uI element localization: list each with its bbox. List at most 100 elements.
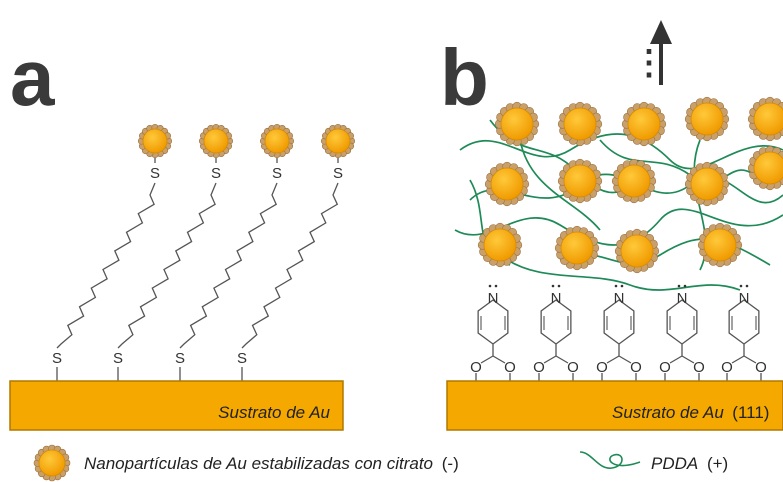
co-bond: [731, 355, 745, 364]
sulfur-label-bottom: S: [113, 350, 123, 367]
nanoparticle-b: [477, 222, 523, 268]
nitrogen-label: N: [551, 290, 562, 307]
sulfur-label-bottom: S: [175, 350, 185, 367]
growth-arrow-icon: [650, 20, 672, 85]
nanoparticle-b: [684, 96, 730, 142]
oxygen-label: O: [630, 359, 642, 376]
sulfur-label-bottom: S: [237, 350, 247, 367]
sulfur-label-top: S: [333, 165, 343, 182]
lone-pair-dot: [739, 284, 743, 288]
gold-core: [690, 102, 724, 136]
substrate-a-label: Sustrato de Au: [218, 403, 330, 422]
nanoparticle-a: [259, 123, 295, 159]
nanoparticle-b: [621, 101, 667, 147]
nanoparticle-a: [137, 123, 173, 159]
lone-pair-dot: [614, 284, 618, 288]
nanoparticle-b: [484, 161, 530, 207]
nanoparticle-b: [747, 145, 783, 191]
substrate-b-facet: (111): [732, 403, 769, 422]
legend-nanoparticle-icon: [33, 444, 71, 482]
alkyl-chain: [241, 182, 339, 349]
alkyl-chain: [117, 182, 217, 349]
nanoparticle-b: [557, 101, 603, 147]
gold-core: [560, 231, 594, 265]
substrate-b-label: Sustrato de Au (111): [612, 403, 769, 422]
lone-pair-dot: [557, 284, 561, 288]
gold-core: [690, 167, 724, 201]
pyridine-linker: N O O: [470, 284, 516, 381]
oxygen-label: O: [596, 359, 608, 376]
panel-a-scheme: S S S S S S S S: [52, 123, 356, 381]
gold-substrate-b: [446, 380, 783, 431]
lone-pair-dot: [551, 284, 555, 288]
alkyl-chain: [179, 182, 278, 349]
nanoparticle-b: [611, 158, 657, 204]
gold-core: [203, 128, 229, 154]
co-bond: [492, 355, 506, 364]
co-bond: [606, 355, 620, 364]
nanoparticle-b: [614, 228, 660, 274]
pdda-strand: [459, 133, 783, 170]
gold-core: [563, 164, 597, 198]
sulfur-label-top: S: [272, 165, 282, 182]
panel-a-letter: a: [10, 33, 55, 122]
lone-pair-dot: [494, 284, 498, 288]
gold-core: [753, 102, 783, 136]
gold-core: [753, 151, 783, 185]
panel-b-letter: b: [440, 33, 489, 122]
nanoparticle-b: [554, 225, 600, 271]
lone-pair-dot: [488, 284, 492, 288]
gold-core: [325, 128, 351, 154]
continuation-dots: ⋮: [632, 44, 666, 82]
nanoparticle-b: [697, 222, 743, 268]
nanoparticle-b: [684, 161, 730, 207]
nanoparticle-b: [494, 101, 540, 147]
oxygen-label: O: [504, 359, 516, 376]
gold-core: [620, 234, 654, 268]
nanoparticle-b: [747, 96, 783, 142]
oxygen-label: O: [721, 359, 733, 376]
gold-core: [38, 449, 66, 477]
nanoparticle-a: [198, 123, 234, 159]
sulfur-label-bottom: S: [52, 350, 62, 367]
sulfur-label-top: S: [211, 165, 221, 182]
oxygen-label: O: [659, 359, 671, 376]
lone-pair-dot: [683, 284, 687, 288]
gold-core: [627, 107, 661, 141]
co-bond: [669, 355, 683, 364]
sulfur-label-top: S: [150, 165, 160, 182]
co-bond: [743, 355, 757, 364]
nitrogen-label: N: [488, 290, 499, 307]
co-bond: [555, 355, 569, 364]
lone-pair-dot: [677, 284, 681, 288]
pyridine-linker: N O O: [596, 284, 642, 381]
alkyl-chain: [56, 182, 156, 349]
oxygen-label: O: [470, 359, 482, 376]
gold-core: [563, 107, 597, 141]
oxygen-label: O: [755, 359, 767, 376]
oxygen-label: O: [693, 359, 705, 376]
co-bond: [681, 355, 695, 364]
legend-nanoparticle-charge: (-): [442, 454, 459, 473]
gold-core: [142, 128, 168, 154]
legend-pdda-icon: [579, 451, 641, 469]
nitrogen-label: N: [677, 290, 688, 307]
gold-core: [703, 228, 737, 262]
oxygen-label: O: [567, 359, 579, 376]
legend-pdda-label: PDDA (+): [651, 454, 728, 473]
gold-core: [490, 167, 524, 201]
oxygen-label: O: [533, 359, 545, 376]
co-bond: [618, 355, 632, 364]
lone-pair-dot: [745, 284, 749, 288]
gold-core: [264, 128, 290, 154]
co-bond: [543, 355, 557, 364]
legend-nanoparticle-text: Nanopartículas de Au estabilizadas con c…: [84, 454, 433, 473]
pdda-strand: [499, 254, 741, 291]
legend-nanoparticle-label: Nanopartículas de Au estabilizadas con c…: [84, 454, 459, 473]
legend-pdda-charge: (+): [707, 454, 728, 473]
gold-core: [617, 164, 651, 198]
nitrogen-label: N: [614, 290, 625, 307]
